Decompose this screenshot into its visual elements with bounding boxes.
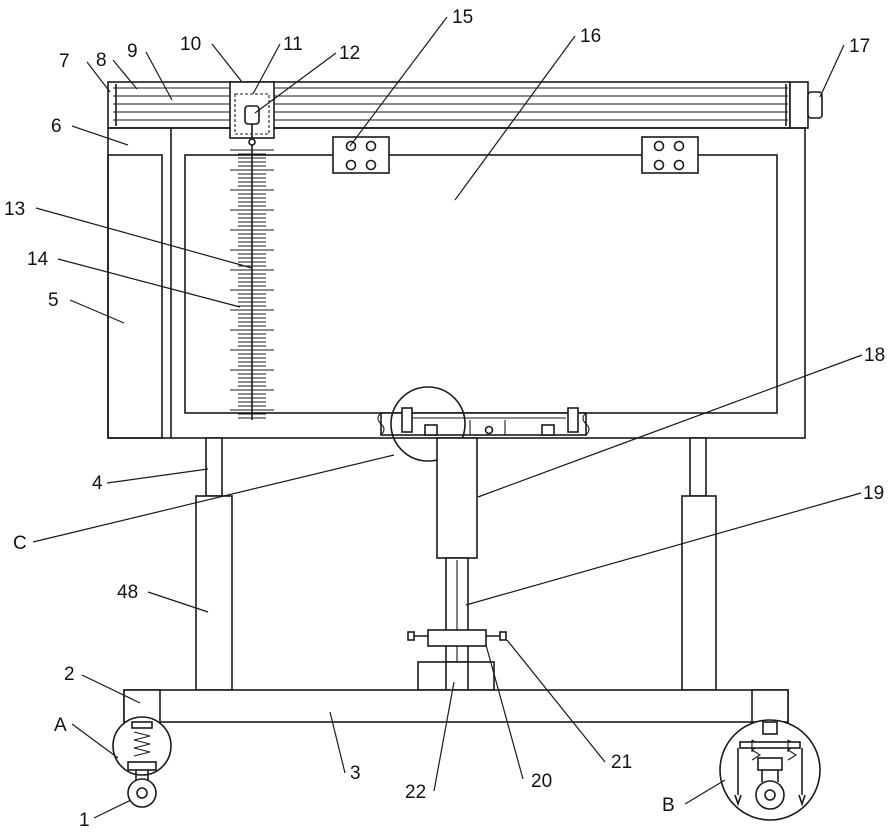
label-12: 12 xyxy=(339,43,360,64)
label-21: 21 xyxy=(611,752,632,773)
label-6: 6 xyxy=(51,116,62,137)
main-frame xyxy=(108,128,805,438)
label-14: 14 xyxy=(27,249,49,270)
label-8: 8 xyxy=(96,50,107,71)
label-a: A xyxy=(54,715,67,736)
label-11: 11 xyxy=(283,34,303,55)
label-16: 16 xyxy=(580,26,601,47)
label-5: 5 xyxy=(48,290,59,311)
clamp-block-left xyxy=(333,137,389,173)
base-beam xyxy=(124,690,788,722)
right-leg xyxy=(682,438,716,690)
bottom-clamp-bar xyxy=(378,408,589,435)
label-4: 4 xyxy=(92,473,103,494)
left-leg xyxy=(196,438,232,690)
right-wheel-detail-b xyxy=(720,720,820,820)
label-19: 19 xyxy=(863,483,884,504)
label-7: 7 xyxy=(59,51,70,72)
label-22: 22 xyxy=(405,782,426,803)
label-13: 13 xyxy=(4,199,25,220)
label-2: 2 xyxy=(64,664,75,685)
label-3: 3 xyxy=(350,763,361,784)
label-10: 10 xyxy=(180,34,201,55)
left-wheel-detail-a xyxy=(113,717,171,807)
label-48: 48 xyxy=(117,582,138,603)
label-9: 9 xyxy=(127,41,138,62)
label-17: 17 xyxy=(849,36,870,57)
slider-carriage xyxy=(230,82,274,145)
label-1: 1 xyxy=(79,810,90,831)
label-20: 20 xyxy=(531,771,552,792)
clamp-block-right xyxy=(642,137,698,173)
label-15: 15 xyxy=(452,7,473,28)
lifting-cylinder xyxy=(408,438,506,690)
label-18: 18 xyxy=(864,345,885,366)
label-b: B xyxy=(662,795,675,816)
top-rail xyxy=(108,82,822,128)
scale-strip xyxy=(230,145,274,420)
label-c: C xyxy=(13,533,27,554)
